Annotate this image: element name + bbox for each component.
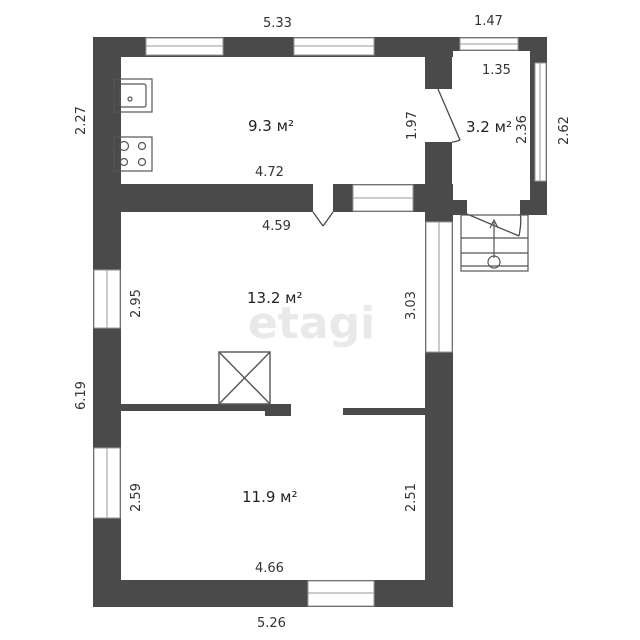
stove-burner [119,157,129,167]
stove-burner [137,141,147,151]
sink [113,78,153,113]
door-arc-hall [322,211,334,227]
door-leaf-entrance [466,213,520,237]
wall-vestibule-bottom-right [520,200,547,215]
stove-burner [118,140,130,152]
entrance-steps [460,214,529,272]
partition-left [121,404,269,411]
door-leaf-hall [312,211,324,227]
dim-vestibule-inner-height: 2.36 [515,115,530,144]
dim-room1-left: 2.95 [129,289,144,318]
window-glass-lines [106,43,541,594]
watermark-text: etagi [248,298,375,349]
wall-bottom [93,580,453,607]
dim-room2-bottom: 4.66 [255,561,284,576]
dim-top-main: 5.33 [263,16,292,31]
wall-kitchen-bottom [113,184,313,212]
kitchen-area-label: 9.3 м² [248,117,294,135]
dim-kitchen-left: 2.27 [74,106,89,135]
dim-room2-right: 2.51 [404,483,419,512]
stove-burner [137,157,147,167]
kitchen-fixtures [113,78,153,172]
vestibule-area-label: 3.2 м² [466,118,512,136]
dim-bottom-total: 5.26 [257,616,286,631]
dim-hall-top: 4.59 [262,219,291,234]
dim-top-vestibule: 1.47 [474,14,503,29]
steps-arrow-origin [487,255,501,269]
wall-vestibule-bottom [445,200,467,215]
partition-right [343,408,425,415]
steps-outline [460,214,529,272]
sink-basin [119,83,147,108]
dim-room2-left: 2.59 [129,483,144,512]
sink-drain [127,96,133,102]
room1-area-label: 13.2 м² [247,289,303,307]
dim-left-total: 6.19 [74,381,89,410]
oven-symbol [218,351,271,405]
steps-arrow-head [489,218,499,229]
door-arc-vestibule [451,139,461,143]
door-leaf-vestibule [437,88,461,141]
dim-vestibule-inner-width: 1.35 [482,63,511,78]
room2-area-label: 11.9 м² [242,488,298,506]
dim-kitchen-right: 1.97 [405,111,420,140]
door-arc-entrance [518,213,522,237]
partition-stub [265,404,291,416]
dim-kitchen-bottom: 4.72 [255,165,284,180]
oven-cross-2 [218,351,271,405]
dim-room1-right: 3.03 [404,291,419,320]
dim-vestibule-right: 2.62 [557,116,572,145]
stove [113,136,153,172]
